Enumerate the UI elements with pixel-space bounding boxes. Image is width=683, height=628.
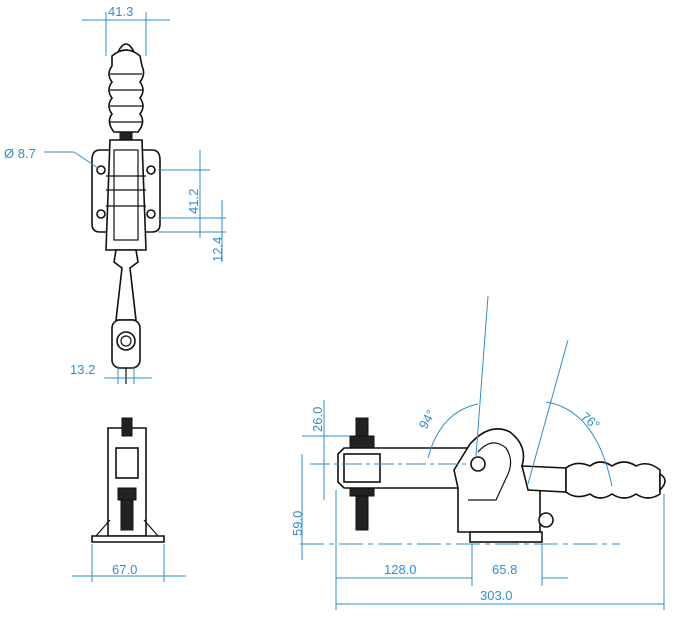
front-spindle [120,499,134,531]
side-view-dimensions: 26.0 59.0 94° 76° 128.0 65.8 303.0 [290,295,665,610]
dim-handle-angle: 76° [578,409,603,433]
dim-top-width: 41.3 [108,4,133,19]
top-view [91,43,161,384]
top-view-dimensions: 41.3 Ø 8.7 41.2 12.4 13.2 [4,4,226,384]
dim-hole-spacing: 41.2 [186,189,201,214]
mount-hole [96,165,106,175]
dim-hole-diameter: Ø 8.7 [4,146,36,161]
side-handle-arm [520,465,567,493]
front-nut [117,487,137,501]
front-base [91,535,165,543]
front-block [115,447,139,479]
side-handle-tip [659,472,666,492]
pivot-pin [470,456,486,472]
mount-hole [96,209,106,219]
dim-base-height: 59.0 [290,511,305,536]
dim-open-angle: 94° [416,407,439,432]
dim-spindle-height: 26.0 [310,407,325,432]
front-view [91,417,165,543]
clamp-arm [113,249,139,321]
front-bolt-top [121,417,133,437]
lower-pin [538,512,554,528]
side-view [337,417,666,543]
spindle-nut [116,331,136,351]
dim-spindle-width: 13.2 [70,362,95,377]
mount-hole [146,209,156,219]
handle-grip [108,49,145,133]
dim-overall-length: 303.0 [480,588,513,603]
front-view-dimensions: 67.0 [72,544,186,582]
dim-spindle-reach: 128.0 [384,562,417,577]
side-base [469,531,543,543]
dim-handle-offset: 65.8 [492,562,517,577]
side-handle-grip [565,461,661,499]
mount-hole [146,165,156,175]
dim-base-offset: 12.4 [210,237,225,262]
side-arm-slot [343,453,381,483]
clamp-frame [105,139,147,251]
handle-collar [119,131,133,141]
dim-base-width: 67.0 [112,562,137,577]
